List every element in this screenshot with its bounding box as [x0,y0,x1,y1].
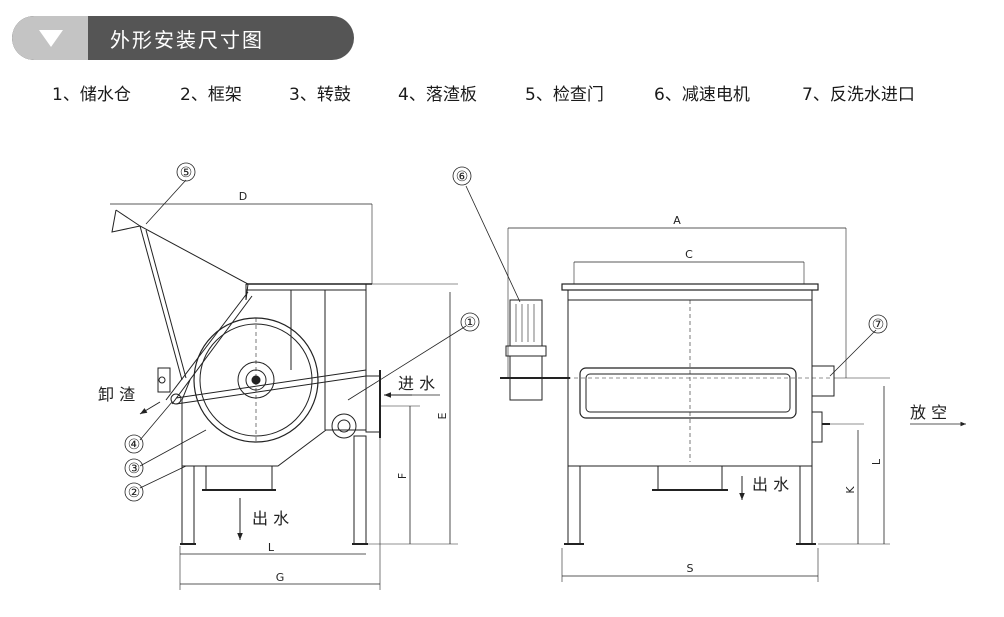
dim-S: S [687,562,694,575]
legend-item: 2、框架 [180,85,242,105]
callout-1: ① [464,315,477,331]
dim-C: C [685,248,693,261]
legend-item: 1、储水仓 [52,85,131,105]
callout-5: ⑤ [180,165,193,181]
dim-A: A [673,214,681,227]
dim-E: E [436,412,449,419]
header-bar: 外形安装尺寸图 [12,16,354,60]
callout-3: ③ [128,461,141,477]
parts-legend: 1、储水仓 2、框架 3、转鼓 4、落渣板 5、检查门 6、减速电机 7、反洗水… [52,80,992,106]
dim-F: F [396,473,409,479]
header-icon-box [12,16,88,60]
label-slag-discharge: 卸 渣 [98,385,135,404]
legend-item: 4、落渣板 [398,85,477,105]
page-title: 外形安装尺寸图 [110,28,264,52]
label-water-outlet-right: 出 水 [752,475,789,494]
dim-L-right: L [870,458,883,465]
label-water-outlet-left: 出 水 [252,509,289,528]
triangle-down-icon [39,30,63,47]
label-water-inlet: 进 水 [398,374,435,393]
legend-item: 6、减速电机 [654,85,750,105]
dim-D: D [239,190,247,203]
dim-L-left: L [268,541,275,554]
legend-item: 5、检查门 [525,85,604,105]
dim-G: G [276,571,285,584]
label-drain: 放 空 [910,403,947,422]
callout-4: ④ [128,437,141,453]
side-view [110,162,480,590]
callout-2: ② [128,485,141,501]
callout-7: ⑦ [872,317,885,333]
legend-item: 3、转鼓 [289,85,351,105]
callout-6: ⑥ [456,169,469,185]
legend-item: 7、反洗水进口 [802,85,915,105]
front-view [452,166,966,582]
dim-K: K [844,486,857,494]
